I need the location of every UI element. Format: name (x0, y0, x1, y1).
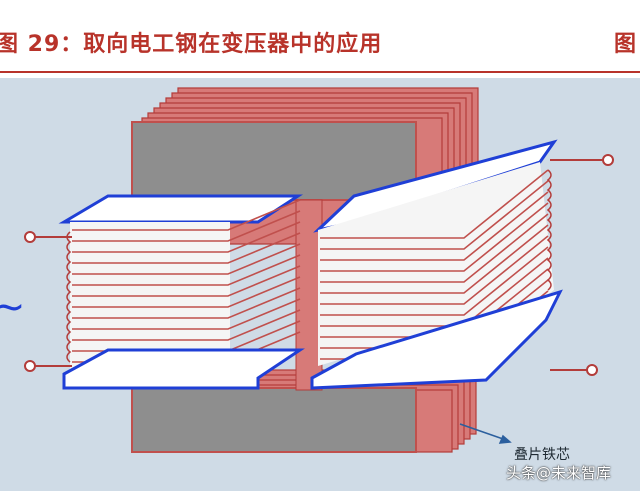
left-winding (58, 194, 305, 390)
watermark: 头条@未来智库 (506, 464, 612, 482)
core-label-arrow (459, 423, 512, 444)
figure-title-right-fragment: 图 (613, 32, 636, 57)
header-rule (0, 71, 640, 73)
ac-source-symbol: ~ (0, 284, 26, 330)
left-terminals (24, 231, 72, 372)
right-winding (310, 139, 563, 390)
bottom-yoke-face (131, 387, 417, 453)
figure-title: 图 29：取向电工钢在变压器中的应用 (0, 32, 383, 57)
figure-header: 图 29：取向电工钢在变压器中的应用 图 (0, 0, 640, 78)
laminated-core-label: 叠片铁芯 (514, 447, 570, 463)
right-terminals (550, 154, 614, 376)
